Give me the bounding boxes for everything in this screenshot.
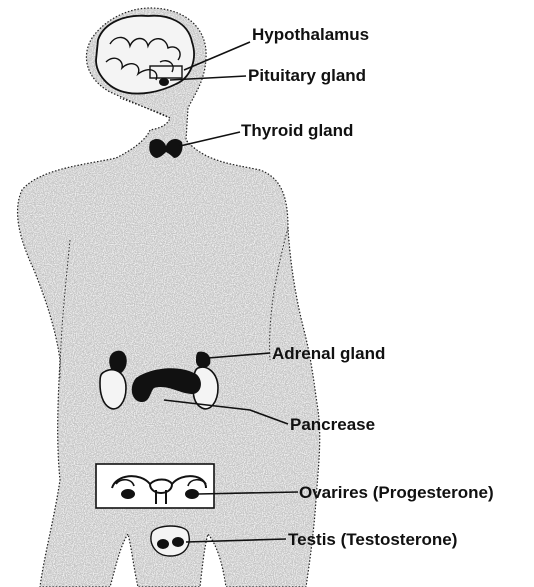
brain-illustration xyxy=(96,16,194,94)
thyroid-leader xyxy=(180,132,240,146)
label-testis: Testis (Testosterone) xyxy=(288,530,457,549)
testis xyxy=(151,526,189,556)
ovaries-inset xyxy=(96,464,214,508)
label-thyroid-gland: Thyroid gland xyxy=(241,121,353,140)
pituitary-gland xyxy=(159,78,169,86)
label-pancreas: Pancrease xyxy=(290,415,375,434)
label-hypothalamus: Hypothalamus xyxy=(252,25,369,44)
label-adrenal-gland: Adrenal gland xyxy=(272,344,385,363)
label-ovaries: Ovarires (Progesterone) xyxy=(299,483,494,502)
label-pituitary-gland: Pituitary gland xyxy=(248,66,366,85)
